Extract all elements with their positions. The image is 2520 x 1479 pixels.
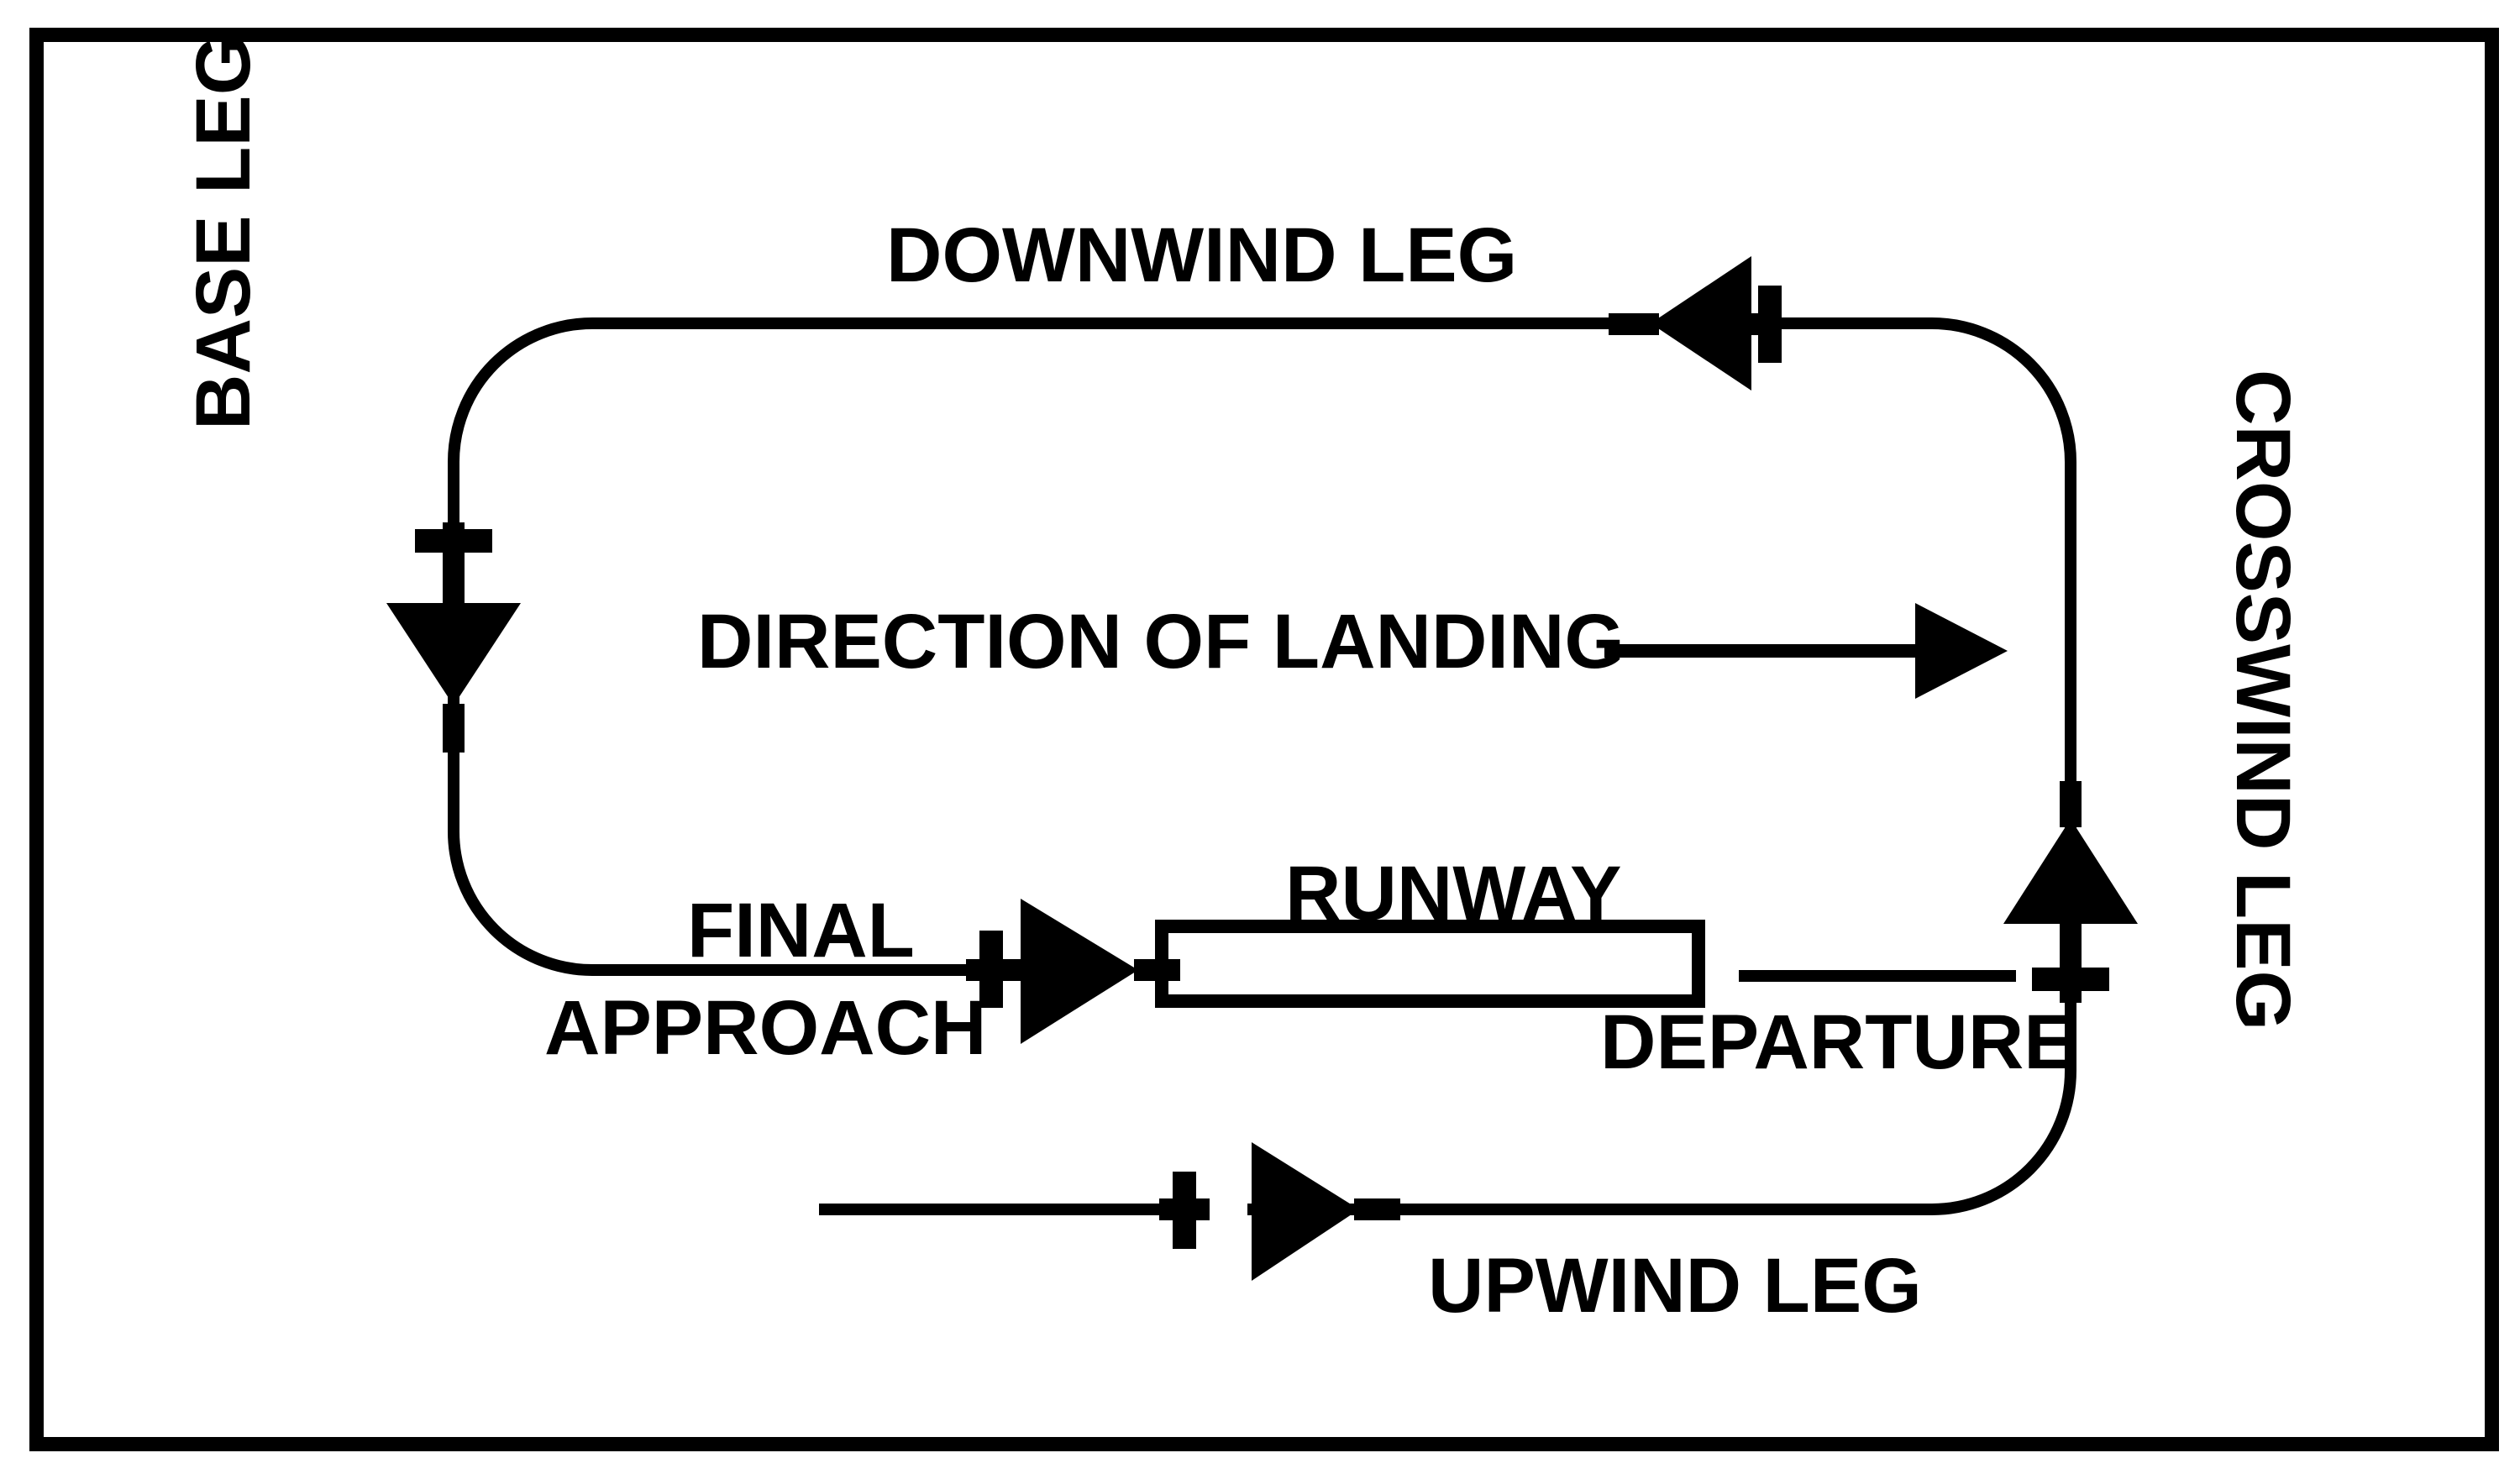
outer-frame [29, 28, 2499, 1451]
label-direction-of-landing: DIRECTION OF LANDING [697, 599, 1625, 684]
aircraft-downwind-icon [1609, 256, 1782, 391]
direction-of-landing-arrow [1604, 603, 2008, 699]
label-crosswind-leg: CROSSWIND LEG [2220, 370, 2306, 1031]
aircraft-final-icon [966, 899, 1180, 1044]
label-upwind-leg: UPWIND LEG [1428, 1243, 1922, 1329]
aircraft-upwind-icon [1159, 1142, 1400, 1281]
upwind-to-crosswind-path [1247, 924, 2076, 1215]
aircraft-base-icon [386, 522, 521, 753]
label-final: FINAL [687, 888, 915, 973]
label-downwind-leg: DOWNWIND LEG [886, 212, 1518, 298]
base-leg-path [448, 462, 1100, 976]
label-base-leg: BASE LEG [181, 34, 266, 430]
label-departure: DEPARTURE [1600, 999, 2076, 1085]
runway-rectangle [1155, 920, 1705, 1008]
aircraft-crosswind-icon [2003, 781, 2138, 1003]
downwind-leg-path [448, 317, 2076, 463]
label-approach: APPROACH [544, 985, 987, 1071]
label-runway: RUNWAY [1285, 851, 1622, 936]
